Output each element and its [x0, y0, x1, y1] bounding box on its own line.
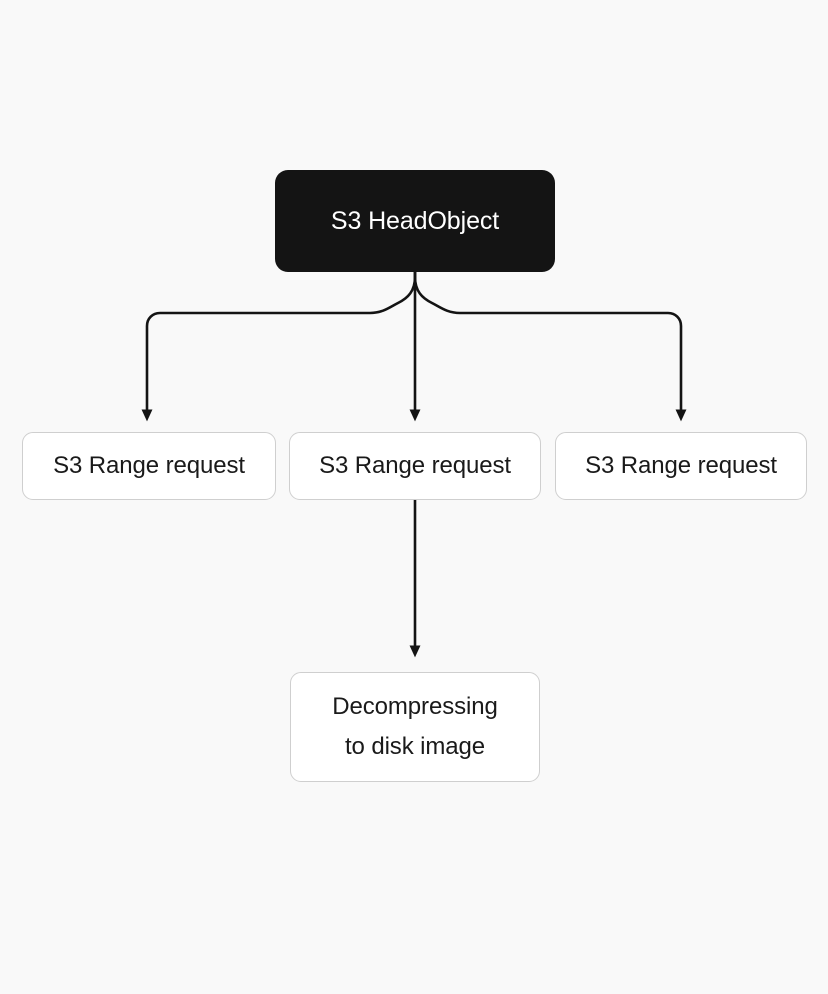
node-decompressing-to-disk-image-label: Decompressing to disk image [332, 693, 498, 760]
node-s3-range-request-3[interactable]: S3 Range request [555, 432, 807, 500]
node-s3-headobject[interactable]: S3 HeadObject [275, 170, 555, 272]
node-s3-range-request-2[interactable]: S3 Range request [289, 432, 541, 500]
node-decompressing-to-disk-image[interactable]: Decompressing to disk image [290, 672, 540, 782]
edge-root-to-range-left [141, 272, 417, 422]
edge-root-to-range-right [413, 272, 687, 422]
node-s3-range-request-2-label: S3 Range request [319, 452, 511, 479]
node-s3-range-request-1[interactable]: S3 Range request [22, 432, 276, 500]
node-s3-range-request-1-label: S3 Range request [53, 452, 245, 479]
node-s3-range-request-3-label: S3 Range request [585, 452, 777, 479]
node-s3-headobject-label: S3 HeadObject [330, 207, 500, 235]
